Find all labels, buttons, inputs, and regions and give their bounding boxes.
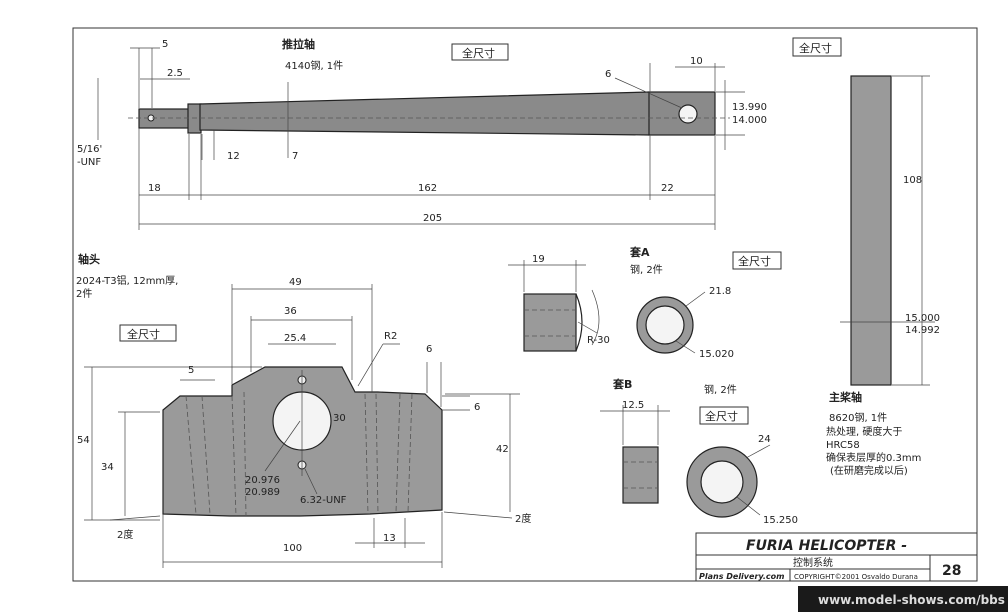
head-view: 轴头 2024-T3铝, 12mm厚, 2件 全尺寸 49 36 25.4 R2 (76, 252, 531, 568)
full-size-box-rod (451, 43, 509, 61)
sleeve-a-side (523, 293, 577, 352)
head-dim-49: 49 (289, 277, 302, 288)
sleeve-a-dim-r30: R-30 (587, 335, 610, 346)
head-dim-54: 54 (77, 435, 90, 446)
head-dim-13: 13 (383, 533, 396, 544)
main-shaft-title: 主桨轴 (829, 390, 862, 404)
head-material-b: 2件 (76, 288, 92, 300)
rod-dim-5: 5 (162, 39, 168, 50)
rod-dia-b: 14.000 (732, 115, 767, 126)
main-shaft-body (850, 75, 892, 386)
push-rod-material: 4140钢, 1件 (285, 59, 343, 72)
head-bore-b: 20.989 (245, 487, 280, 498)
head-dim-6b: 6 (474, 402, 480, 413)
drawing-frame (72, 27, 978, 582)
rod-dim-18: 18 (148, 183, 161, 194)
watermark-text: www.model-shows.com/bbs (818, 593, 1005, 607)
sleeve-a-material: 钢, 2件 (630, 263, 663, 276)
push-rod-view: 推拉轴 4140钢, 1件 全尺寸 5 2.5 10 6 13.990 14.0… (77, 37, 767, 230)
title-block-title: FURIA HELICOPTER - (746, 538, 907, 554)
rod-dia-a: 13.990 (732, 102, 767, 113)
full-size-box-sleeve-b (699, 406, 749, 425)
title-block-page: 28 (942, 563, 961, 579)
sleeve-a-dim-15-020: 15.020 (699, 349, 734, 360)
shaft-note-4: (在研磨完成以后) (830, 464, 908, 477)
rod-dim-162: 162 (418, 183, 437, 194)
title-block-copyright: COPYRIGHT©2001 Osvaldo Durana (794, 573, 918, 581)
head-dim-6a: 6 (426, 344, 432, 355)
sleeve-b-bore (700, 460, 744, 504)
full-size-label-sleeve-a: 全尺寸 (738, 254, 771, 268)
head-dim-5: 5 (188, 365, 194, 376)
shaft-note-3: 确保表层厚的0.3mm (826, 451, 921, 464)
rod-threaded-end (138, 108, 190, 129)
head-thread: 6.32-UNF (300, 495, 347, 506)
rod-dim-205: 205 (423, 213, 442, 224)
full-size-box-sleeve-a (732, 251, 782, 270)
sleeve-b-material: 钢, 2件 (704, 383, 737, 396)
head-dim-25-4: 25.4 (284, 333, 306, 344)
head-dim-42: 42 (496, 444, 509, 455)
sleeve-b-side (622, 446, 659, 504)
rod-collar (187, 103, 202, 134)
shaft-dim-108: 108 (903, 175, 922, 186)
rod-eye-hole (678, 104, 698, 124)
sleeve-b-view: 套B 钢, 2件 全尺寸 12.5 24 15.250 (600, 377, 798, 526)
push-rod-title: 推拉轴 (282, 37, 315, 51)
sleeve-a-dim-21-8: 21.8 (709, 286, 731, 297)
sleeve-b-dim-15-250: 15.250 (763, 515, 798, 526)
main-shaft-view: 全尺寸 108 15.000 14.992 主桨轴 8620钢, 1件 热处理,… (792, 37, 940, 477)
sleeve-a-dim-19: 19 (532, 254, 545, 265)
head-dim-100: 100 (283, 543, 302, 554)
rod-taper (199, 91, 651, 136)
head-deg-right: 2度 (515, 512, 531, 525)
rod-dim-12: 12 (227, 151, 240, 162)
full-size-label-head: 全尺寸 (127, 327, 160, 341)
full-size-label-shaft: 全尺寸 (799, 41, 832, 55)
title-block-subtitle: 控制系统 (793, 556, 833, 569)
full-size-label-sleeve-b: 全尺寸 (705, 409, 738, 423)
full-size-box-head (119, 324, 177, 342)
sleeve-b-dim-24: 24 (758, 434, 771, 445)
rod-dim-10: 10 (690, 56, 703, 67)
rod-thread-b: -UNF (77, 157, 101, 168)
sleeve-a-view: 19 R-30 套A 钢, 2件 全尺寸 21.8 15.020 (508, 245, 782, 360)
shaft-dia-b: 14.992 (905, 325, 940, 336)
head-dim-34: 34 (101, 462, 114, 473)
rod-thread-a: 5/16' (77, 144, 102, 155)
shaft-dia-a: 15.000 (905, 313, 940, 324)
shaft-note-0: 8620钢, 1件 (829, 411, 887, 424)
rod-dim-2-5: 2.5 (167, 68, 183, 79)
sleeve-a-bore (645, 305, 685, 345)
head-dim-30: 30 (333, 413, 346, 424)
watermark-strip: www.model-shows.com/bbs (798, 586, 1008, 612)
sleeve-a-title: 套A (630, 245, 650, 259)
head-dim-r2: R2 (384, 331, 397, 342)
head-title: 轴头 (78, 252, 100, 266)
shaft-note-2: HRC58 (826, 440, 860, 451)
rod-dim-7: 7 (292, 151, 298, 162)
head-bore-a: 20.976 (245, 475, 280, 486)
rod-dim-22: 22 (661, 183, 674, 194)
full-size-label-rod: 全尺寸 (462, 46, 495, 60)
head-deg-left: 2度 (117, 528, 133, 541)
title-block-publisher: Plans Delivery.com (699, 572, 784, 581)
sleeve-b-title: 套B (613, 377, 632, 391)
title-block: FURIA HELICOPTER - 控制系统 Plans Delivery.c… (695, 532, 978, 582)
shaft-note-1: 热处理, 硬度大于 (826, 425, 902, 438)
sleeve-b-dim-12-5: 12.5 (622, 400, 644, 411)
rod-dim-6: 6 (605, 69, 611, 80)
full-size-box-shaft (792, 37, 842, 57)
head-material-a: 2024-T3铝, 12mm厚, (76, 275, 178, 287)
head-dim-36: 36 (284, 306, 297, 317)
